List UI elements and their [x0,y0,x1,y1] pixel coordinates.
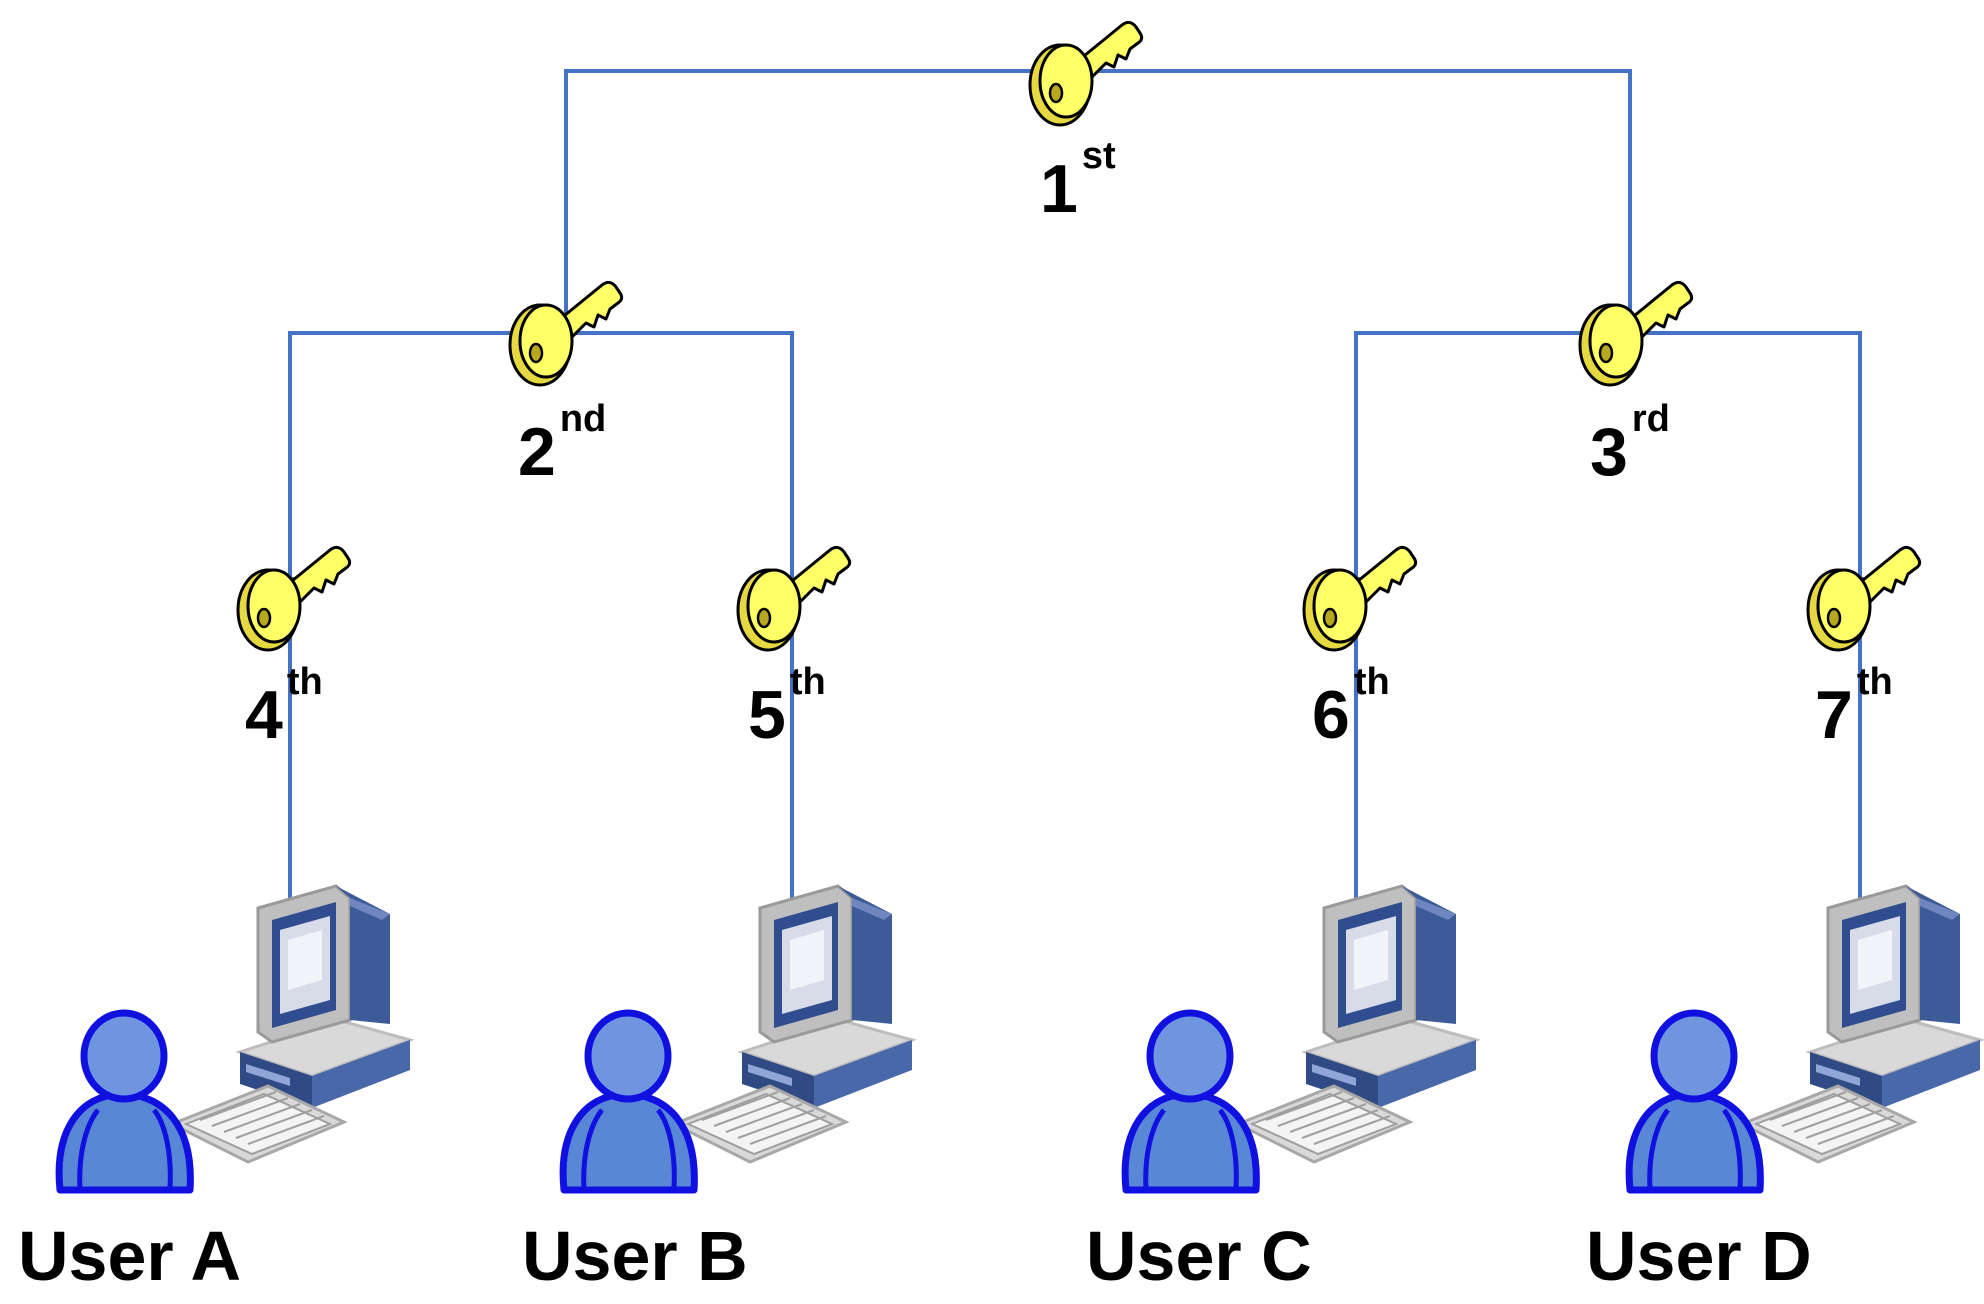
key-suffix-6: th [1354,661,1390,703]
connector-2-to-4 [280,331,566,597]
user-icon [563,1013,694,1190]
user-c: User C [1086,884,1478,1295]
computer-icon [1740,884,1982,1164]
key-icon [1806,545,1922,652]
key-number-6: 6 [1312,677,1350,753]
user-icon [1125,1013,1256,1190]
user-icon [59,1013,190,1190]
connector-1-to-3 [1070,69,1640,334]
key-suffix-1: st [1082,135,1116,177]
key-suffix-2: nd [560,398,606,440]
connector-2-to-5 [566,331,802,597]
key-suffix-7: th [1857,661,1893,703]
user-icon [1629,1013,1760,1190]
connector-3-to-7 [1630,331,1870,597]
svg-text:7th: 7th [1815,661,1893,753]
computer-icon [170,884,412,1164]
user-a-label: User A [18,1217,241,1295]
computer-icon [672,884,914,1164]
user-c-label: User C [1086,1217,1312,1295]
key-suffix-5: th [790,661,826,703]
user-a: User A [18,884,412,1295]
user-d: User D [1586,884,1982,1295]
computer-icon [1236,884,1478,1164]
user-d-label: User D [1586,1217,1812,1295]
connector-1-to-2 [556,69,1070,334]
key-number-3: 3 [1590,414,1628,490]
key-number-4: 4 [245,677,283,753]
key-suffix-3: rd [1632,398,1670,440]
key-icon [1302,545,1418,652]
key-icon [236,545,352,652]
key-number-2: 2 [518,414,556,490]
user-b: User B [522,884,914,1295]
svg-text:6th: 6th [1312,661,1390,753]
key-icon [1028,20,1144,127]
svg-text:3rd: 3rd [1590,398,1670,490]
svg-text:1st: 1st [1040,135,1116,227]
users: User A User B User C User D [18,884,1982,1295]
user-b-label: User B [522,1217,748,1295]
key-number-5: 5 [748,677,786,753]
key-suffix-4: th [287,661,323,703]
svg-text:4th: 4th [245,661,323,753]
svg-text:2nd: 2nd [518,398,606,490]
key-number-7: 7 [1815,677,1853,753]
connector-3-to-6 [1346,331,1630,597]
key-number-1: 1 [1040,151,1078,227]
svg-text:5th: 5th [748,661,826,753]
